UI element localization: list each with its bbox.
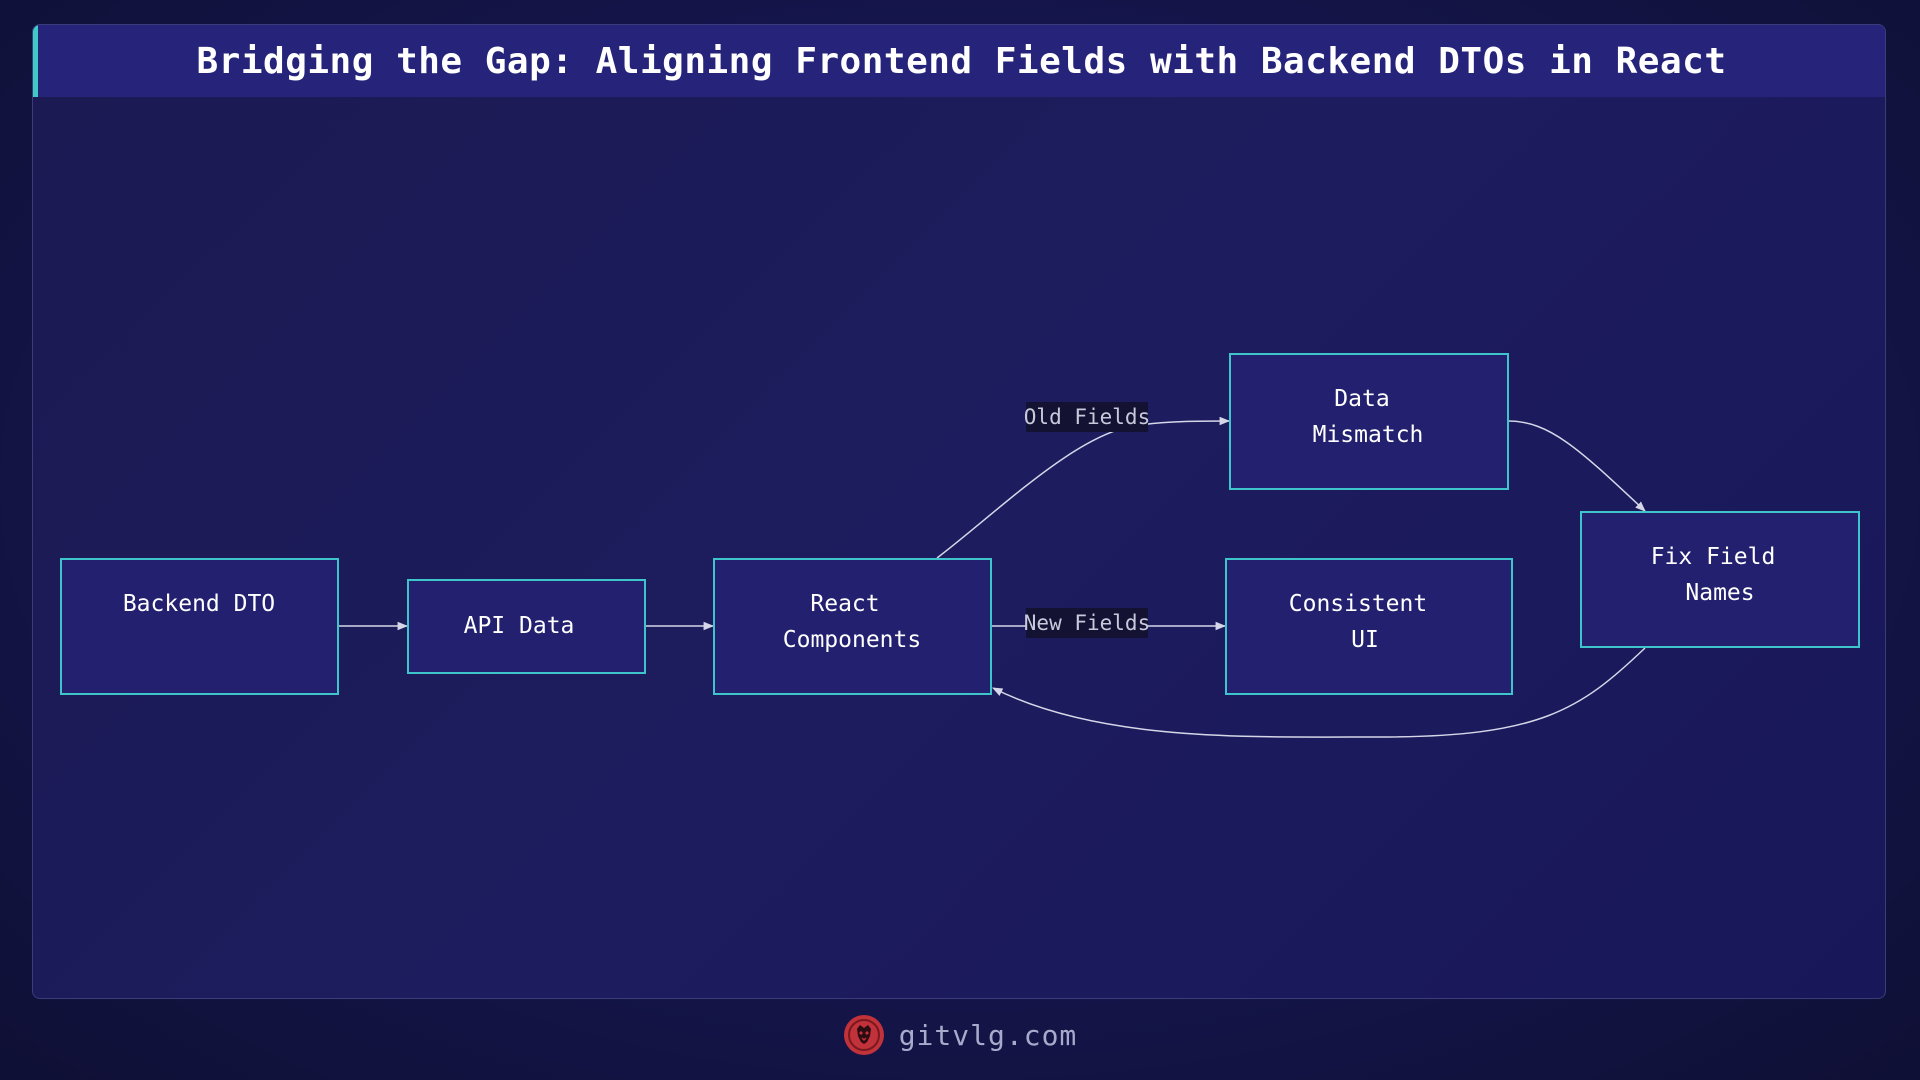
node-api-data-label: API Data xyxy=(464,613,575,639)
node-fix-field-names[interactable]: Fix Field Names xyxy=(1580,511,1860,648)
node-consistent-ui-label-line2: UI xyxy=(1351,627,1379,653)
title-bar: Bridging the Gap: Aligning Frontend Fiel… xyxy=(33,25,1885,97)
new-fields-label: New Fields xyxy=(1024,611,1150,635)
node-api-data[interactable]: API Data xyxy=(407,579,646,674)
node-react-components-label-line2: Components xyxy=(783,627,921,653)
node-data-mismatch-label-line2: Mismatch xyxy=(1313,422,1424,448)
node-fix-field-names-label-line1: Fix Field xyxy=(1651,544,1776,570)
node-backend-dto-label: Backend DTO xyxy=(123,591,275,617)
node-react-components[interactable]: React Components xyxy=(713,558,992,695)
edge-fix-to-react xyxy=(992,647,1646,738)
node-backend-dto[interactable]: Backend DTO xyxy=(60,558,339,695)
edge-label-new-fields: New Fields xyxy=(1024,608,1150,638)
diagram-frame: Bridging the Gap: Aligning Frontend Fiel… xyxy=(32,24,1886,999)
lion-head-icon xyxy=(843,1015,884,1055)
old-fields-label: Old Fields xyxy=(1024,405,1150,429)
node-data-mismatch-label-line1: Data xyxy=(1334,386,1389,412)
footer: gitvlg.com xyxy=(0,1010,1920,1060)
footer-site-text[interactable]: gitvlg.com xyxy=(898,1018,1078,1052)
node-react-components-label-line1: React xyxy=(810,591,879,617)
node-fix-field-names-label-line2: Names xyxy=(1685,580,1754,606)
edge-react-to-mismatch xyxy=(936,416,1231,559)
page-title: Bridging the Gap: Aligning Frontend Fiel… xyxy=(196,40,1727,82)
node-data-mismatch[interactable]: Data Mismatch xyxy=(1229,353,1509,490)
node-consistent-ui[interactable]: Consistent UI xyxy=(1225,558,1513,695)
edge-label-old-fields: Old Fields xyxy=(1024,402,1150,432)
node-consistent-ui-label-line1: Consistent xyxy=(1289,591,1427,617)
edge-mismatch-to-fix xyxy=(1507,420,1646,512)
